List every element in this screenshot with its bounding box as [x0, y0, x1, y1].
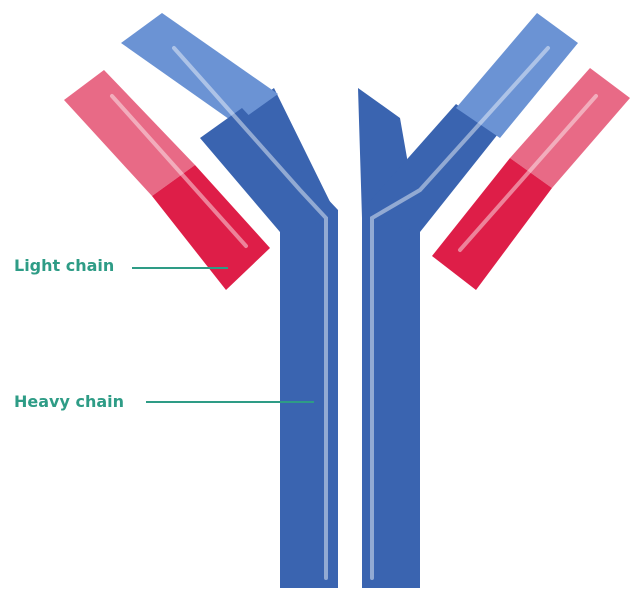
light-chain-left-variable: [64, 70, 195, 196]
light-chain-label: Light chain: [14, 256, 114, 276]
heavy-chain-left-variable: [121, 13, 278, 124]
heavy-chain-label: Heavy chain: [14, 392, 124, 412]
